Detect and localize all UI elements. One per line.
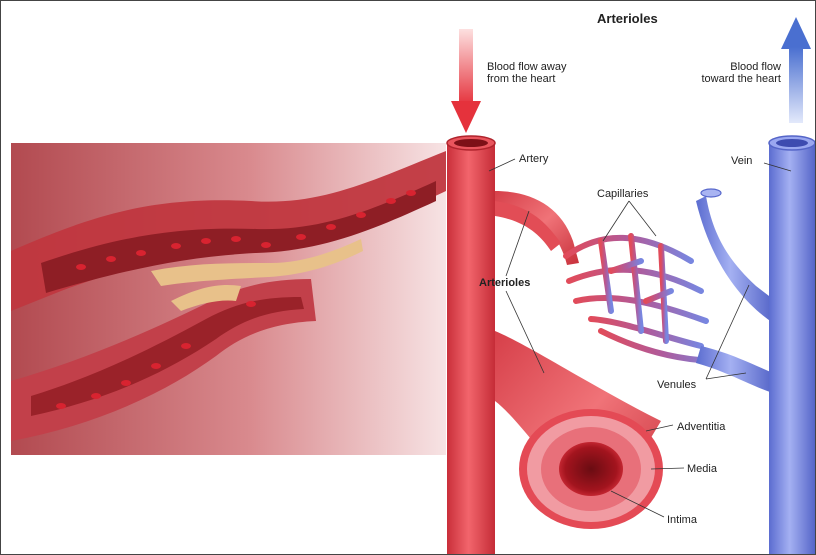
vessel-illustration	[11, 143, 446, 455]
diagram-title: Arterioles	[597, 13, 658, 25]
intima-label: Intima	[667, 514, 697, 526]
media-label: Media	[687, 463, 717, 475]
artery-label: Artery	[519, 153, 548, 165]
flow-away-label: Blood flow away from the heart	[487, 61, 567, 85]
capillary-network	[566, 236, 721, 361]
arteriole-cross-section	[495, 331, 663, 529]
flow-toward-line-1: Blood flow	[669, 61, 781, 73]
vein-label: Vein	[731, 155, 752, 167]
venules-label: Venules	[657, 379, 696, 391]
venule-branches	[696, 189, 773, 393]
flow-toward-line-2: toward the heart	[669, 73, 781, 85]
flow-away-line-2: from the heart	[487, 73, 567, 85]
adventitia-label: Adventitia	[677, 421, 725, 433]
flow-toward-label: Blood flow toward the heart	[669, 61, 781, 85]
flow-away-line-1: Blood flow away	[487, 61, 567, 73]
artery-shape	[447, 136, 495, 555]
flow-away-arrow-icon	[451, 29, 481, 133]
capillaries-label: Capillaries	[597, 188, 648, 200]
flow-toward-arrow-icon	[781, 17, 811, 123]
vein-shape	[769, 136, 815, 555]
arterioles-label: Arterioles	[479, 277, 530, 289]
